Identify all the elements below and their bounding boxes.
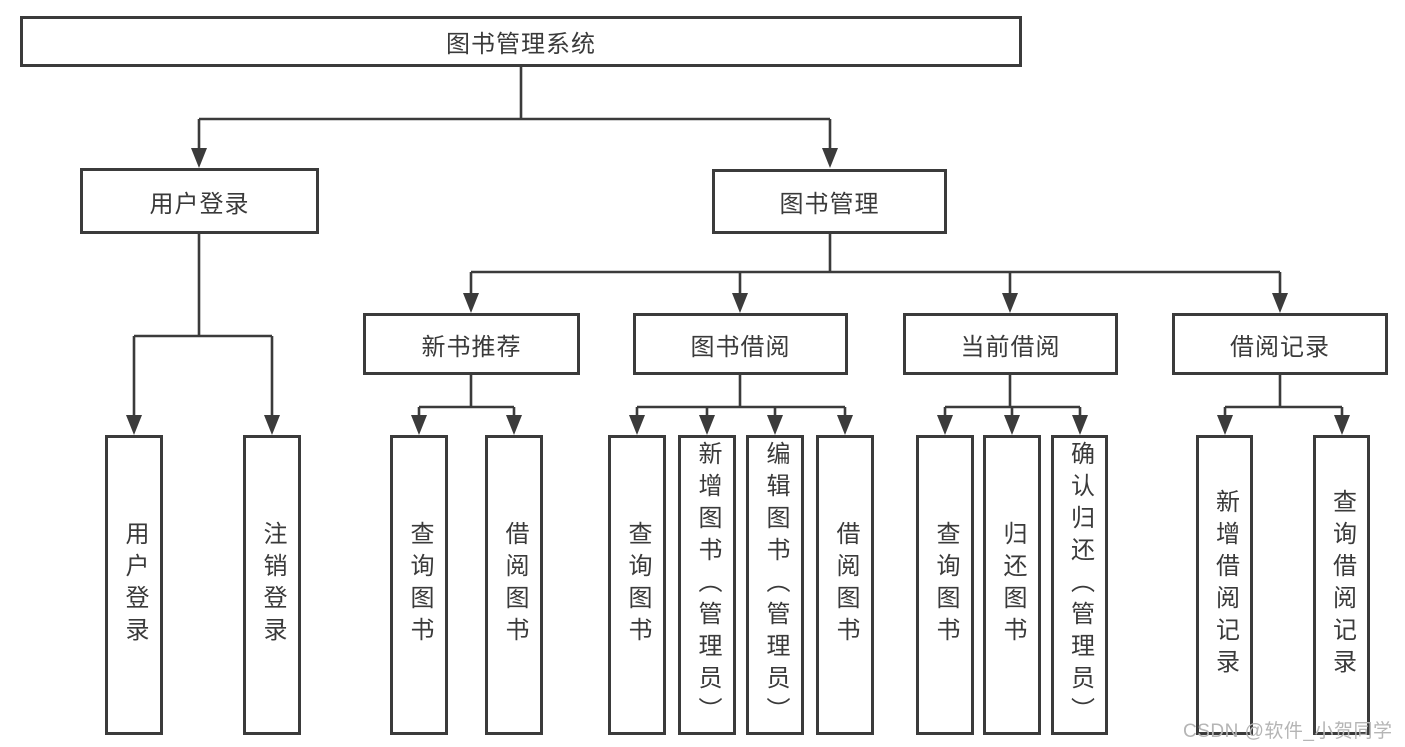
csdn-watermark: CSDN @软件_小贺同学 xyxy=(1183,721,1393,742)
leaf-query-books-current: 查询图书 xyxy=(916,435,974,735)
node-book-borrowing: 图书借阅 xyxy=(633,313,848,375)
leaf-query-books-recommend: 查询图书 xyxy=(390,435,448,735)
node-user-login: 用户登录 xyxy=(80,168,319,234)
node-library-management-system: 图书管理系统 xyxy=(20,16,1022,67)
leaf-query-books: 查询图书 xyxy=(608,435,666,735)
leaf-query-borrow-record: 查询借阅记录 xyxy=(1313,435,1370,735)
node-new-book-recommendation: 新书推荐 xyxy=(363,313,580,375)
leaf-logout: 注销登录 xyxy=(243,435,301,735)
leaf-confirm-return-admin: 确认归还（管理员） xyxy=(1051,435,1108,735)
leaf-borrow-books-recommend: 借阅图书 xyxy=(485,435,543,735)
node-book-management: 图书管理 xyxy=(712,169,947,234)
node-current-borrowing: 当前借阅 xyxy=(903,313,1118,375)
leaf-user-login: 用户登录 xyxy=(105,435,163,735)
leaf-add-books-admin: 新增图书（管理员） xyxy=(678,435,736,735)
leaf-return-books: 归还图书 xyxy=(983,435,1041,735)
leaf-add-borrow-record: 新增借阅记录 xyxy=(1196,435,1253,735)
leaf-borrow-books: 借阅图书 xyxy=(816,435,874,735)
leaf-edit-books-admin: 编辑图书（管理员） xyxy=(746,435,804,735)
node-borrowing-records: 借阅记录 xyxy=(1172,313,1388,375)
